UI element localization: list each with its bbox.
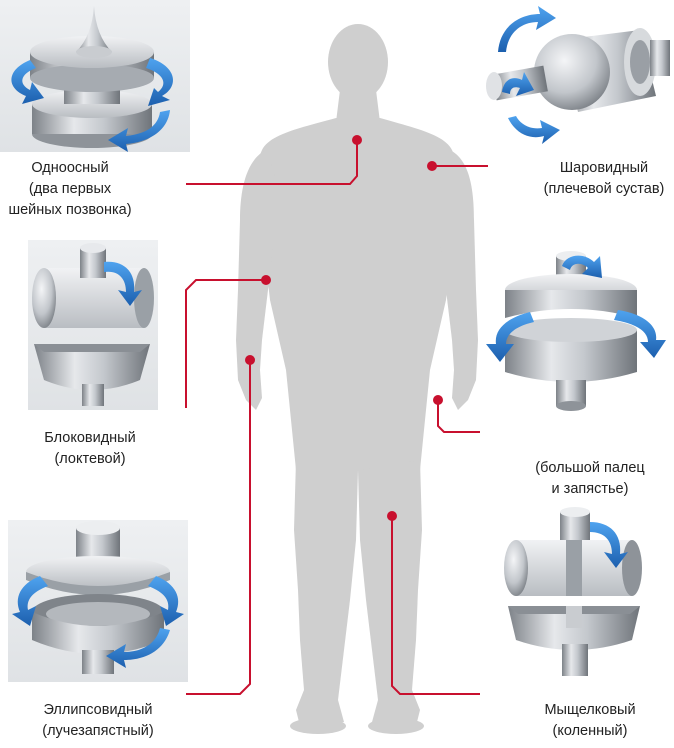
saddle-joint-model-icon [480,250,674,412]
label-saddle-example-2: и запястье) [505,479,674,500]
label-saddle-joint: (большой палец и запястье) [505,458,674,500]
dot-knee [387,511,397,521]
label-condylar-name: Мыщелковый [510,700,670,721]
dot-thumb [433,395,443,405]
label-uniaxial-joint: Одноосный (два первых шейных позвонка) [0,158,175,221]
dot-elbow [261,275,271,285]
label-ellipsoid-joint: Эллипсовидный (лучезапястный) [8,700,188,742]
human-body-silhouette [236,24,478,734]
pivot-joint-model-icon [0,0,190,152]
ball-joint-model-icon [476,0,674,150]
leader-line-wrist [186,360,250,694]
label-saddle-example-1: (большой палец [505,458,674,479]
dot-wrist [245,355,255,365]
label-ball-example: (плечевой сустав) [524,179,674,200]
ellipsoid-joint-model-icon [8,520,188,682]
label-hinge-name: Блоковидный [10,428,170,449]
label-ball-joint: Шаровидный (плечевой сустав) [524,158,674,200]
label-ellipsoid-name: Эллипсовидный [8,700,188,721]
label-condylar-joint: Мыщелковый (коленный) [510,700,670,742]
label-uniaxial-example-1: (два первых [0,179,175,200]
label-ellipsoid-example: (лучезапястный) [8,721,188,742]
condylar-joint-model-icon [500,506,650,684]
hinge-joint-model-icon [28,240,158,410]
label-hinge-joint: Блоковидный (локтевой) [10,428,170,470]
dot-neck [352,135,362,145]
label-uniaxial-example-2: шейных позвонка) [0,200,175,221]
dot-shoulder [427,161,437,171]
label-uniaxial-name: Одноосный [0,158,175,179]
label-hinge-example: (локтевой) [10,449,170,470]
label-condylar-example: (коленный) [510,721,670,742]
label-ball-name: Шаровидный [524,158,674,179]
